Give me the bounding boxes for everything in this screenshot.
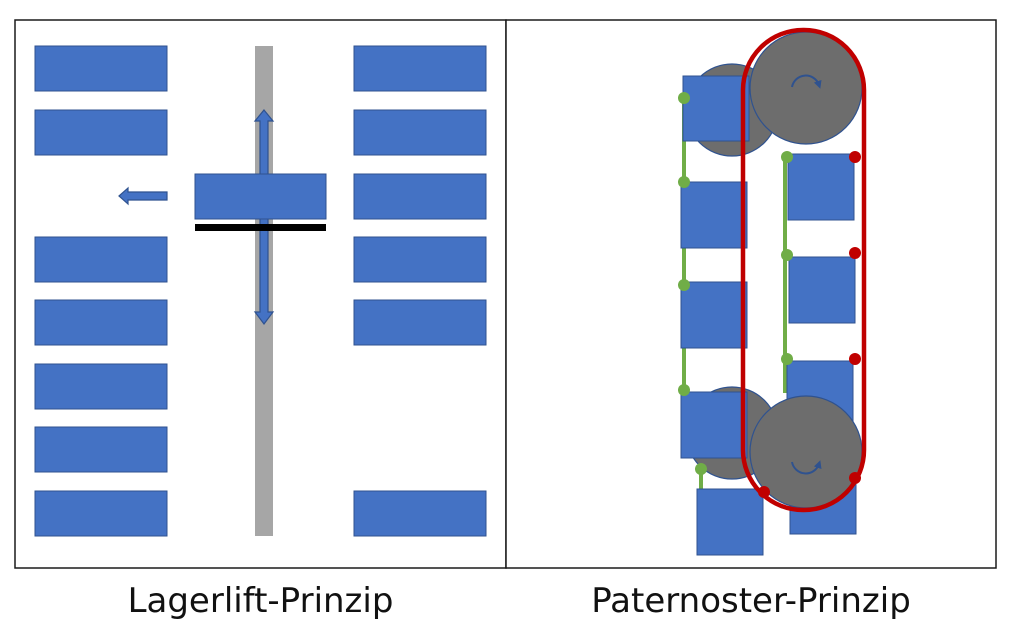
shelf-tray	[34, 363, 168, 410]
carrier	[682, 75, 750, 142]
left-shelf-column	[34, 45, 168, 537]
shelf-tray	[353, 173, 487, 220]
shelf-tray	[34, 236, 168, 283]
lagerlift-panel	[14, 19, 507, 569]
counterclockwise-rotation-icon	[791, 460, 822, 475]
paternoster-caption: Paternoster-Prinzip	[591, 581, 911, 621]
right-chain-joints	[758, 151, 861, 498]
lift-tray	[194, 173, 327, 220]
paternoster-carriers-left	[680, 75, 764, 556]
shelf-tray	[34, 45, 168, 92]
shelf-tray	[353, 236, 487, 283]
shelf-tray	[353, 45, 487, 92]
shelf-tray	[353, 299, 487, 346]
shelf-tray	[34, 426, 168, 473]
carrier	[788, 256, 856, 324]
left-chain-joints	[678, 92, 793, 475]
carrier	[680, 391, 748, 459]
shelf-tray	[34, 490, 168, 537]
lift-platform	[195, 224, 326, 231]
lagerlift-caption: Lagerlift-Prinzip	[127, 581, 394, 621]
paternoster-panel	[505, 19, 997, 569]
shelf-tray	[34, 299, 168, 346]
shelf-tray	[353, 109, 487, 156]
right-shelf-column	[353, 45, 487, 537]
left-arrow-icon	[118, 186, 168, 206]
clockwise-rotation-icon	[791, 74, 822, 89]
carrier	[680, 281, 748, 349]
carrier	[680, 181, 748, 249]
shelf-tray	[353, 490, 487, 537]
right-chain-loop	[740, 27, 867, 513]
carrier	[696, 488, 764, 556]
carrier	[787, 153, 855, 221]
shelf-tray	[34, 109, 168, 156]
